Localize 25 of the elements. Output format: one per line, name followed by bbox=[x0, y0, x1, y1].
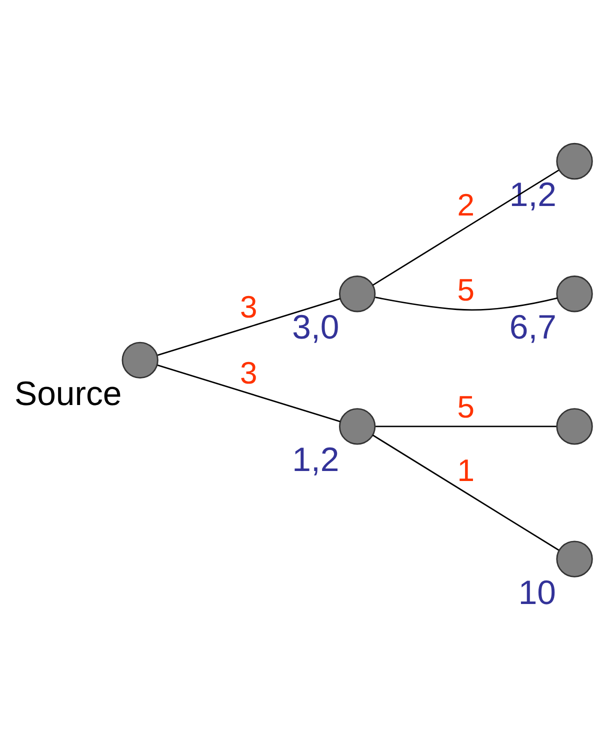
node-label: 1,2 bbox=[509, 175, 556, 214]
node-label: 3,0 bbox=[292, 308, 340, 346]
node-circle bbox=[338, 275, 376, 312]
connector bbox=[375, 296, 558, 310]
node-circle bbox=[338, 408, 376, 444]
node-circle bbox=[556, 408, 593, 444]
edge-label: 1 bbox=[457, 452, 475, 488]
connector bbox=[372, 169, 560, 286]
edge-label: 5 bbox=[457, 272, 475, 307]
node-circle bbox=[556, 142, 593, 180]
connector bbox=[376, 425, 556, 427]
node-circle bbox=[556, 540, 593, 577]
edge-label: 3 bbox=[240, 288, 258, 324]
connector bbox=[157, 364, 340, 422]
node-label: 1,2 bbox=[292, 440, 340, 479]
edge-label: 2 bbox=[457, 187, 475, 222]
node-circle bbox=[556, 275, 593, 312]
node-label: 10 bbox=[518, 573, 556, 612]
node-label: Source bbox=[14, 374, 122, 412]
connector bbox=[157, 298, 340, 356]
edge-label: 3 bbox=[240, 355, 258, 390]
node-label: 6,7 bbox=[509, 308, 556, 346]
node-circle bbox=[122, 341, 158, 378]
connector bbox=[372, 434, 560, 550]
edge-label: 5 bbox=[457, 388, 475, 424]
